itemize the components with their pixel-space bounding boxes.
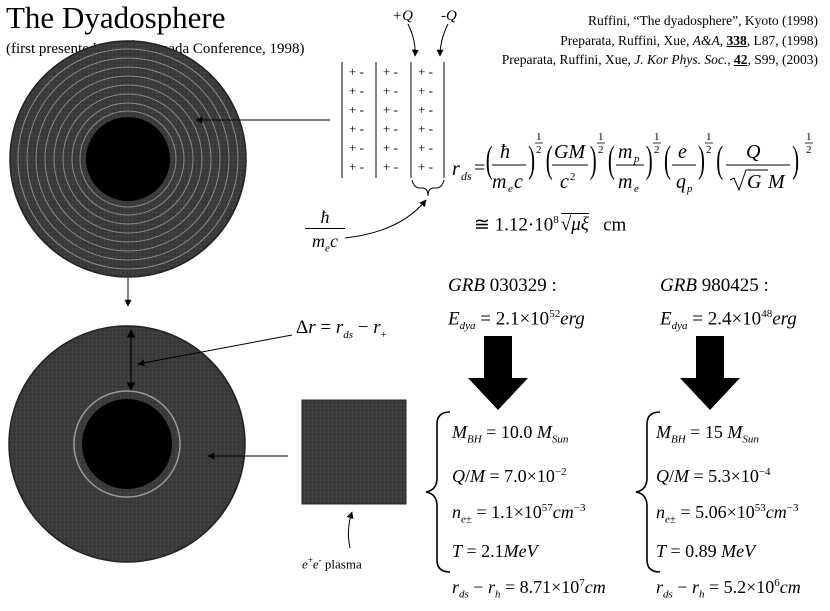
- grb2-params: MBH = 15 MSun Q/M = 5.3×10−4 ne± = 5.06×…: [656, 416, 801, 611]
- svg-text:): ): [590, 139, 597, 181]
- svg-text:1: 1: [706, 131, 712, 143]
- svg-text:c: c: [560, 171, 569, 193]
- dyadosphere-disk: [8, 325, 246, 563]
- svg-text:Q: Q: [746, 141, 761, 163]
- radius-approximation: ≅ 1.12·108√μξ cm: [474, 213, 627, 236]
- minus-q-label: -Q: [441, 8, 457, 24]
- grb2-density: ne± = 5.06×1053cm−3: [656, 501, 799, 526]
- compton-label: ħ mec: [305, 206, 345, 261]
- svg-text:M: M: [767, 171, 786, 193]
- svg-text:e: e: [508, 183, 513, 195]
- svg-text:1: 1: [598, 131, 604, 143]
- svg-text:ds: ds: [461, 169, 472, 183]
- grb1-energy: Edya = 2.1×1052erg: [448, 308, 585, 333]
- grb2-mass: MBH = 15 MSun: [656, 422, 759, 446]
- svg-text:(: (: [716, 139, 723, 181]
- svg-text:p: p: [633, 153, 640, 165]
- svg-text:q: q: [676, 171, 686, 193]
- black-hole-core: [82, 399, 172, 489]
- svg-text:): ): [646, 139, 653, 181]
- grb2-brace: [635, 411, 661, 573]
- svg-text:p: p: [686, 183, 693, 195]
- references: Ruffini, “The dyadosphere”, Kyoto (1998)…: [502, 11, 818, 70]
- grb1-charge-ratio: Q/M = 7.0×10−2: [452, 465, 567, 486]
- grb1-radius: rds − rh = 8.71×107cm: [452, 577, 606, 601]
- svg-text:2: 2: [598, 144, 604, 156]
- plasma-label-arrow: [346, 511, 354, 549]
- capacitor-column-1: + -+ -+ -+ -+ -+ -: [349, 64, 364, 174]
- grb1-params: MBH = 10.0 MSun Q/M = 7.0×10−2 ne± = 1.1…: [452, 416, 606, 611]
- svg-text:): ): [698, 139, 705, 181]
- svg-text:2: 2: [654, 144, 660, 156]
- plus-q-label: +Q: [392, 8, 413, 24]
- svg-text:2: 2: [570, 171, 576, 183]
- grb1-name: GRB 030329 :: [448, 275, 557, 296]
- svg-text:e: e: [634, 183, 639, 195]
- svg-text:m: m: [618, 171, 632, 193]
- svg-text:2: 2: [536, 144, 542, 156]
- capacitor-column-3: + -+ -+ -+ -+ -+ -: [418, 64, 433, 174]
- plasma-square: [301, 399, 407, 505]
- svg-text:G: G: [747, 171, 762, 193]
- svg-text:2: 2: [806, 144, 812, 156]
- grb2-big-arrow: [680, 336, 740, 410]
- grb2-temperature: T = 0.89 MeV: [656, 541, 756, 562]
- grb2-name: GRB 980425 :: [660, 275, 769, 296]
- svg-text:GM: GM: [554, 141, 586, 163]
- compton-arrow: [344, 199, 427, 239]
- reference-3: Preparata, Ruffini, Xue, J. Kor Phys. So…: [501, 52, 818, 67]
- svg-text:e: e: [678, 141, 687, 163]
- svg-text:ħ: ħ: [500, 141, 510, 163]
- svg-text:m: m: [492, 171, 506, 193]
- svg-text:=: =: [474, 157, 485, 179]
- svg-text:2: 2: [706, 144, 712, 156]
- svg-text:1: 1: [654, 131, 660, 143]
- plasma-label: e+e- plasma: [302, 555, 362, 572]
- svg-text:1: 1: [536, 131, 542, 143]
- minus-q-arrow: [436, 23, 449, 57]
- svg-text:): ): [792, 139, 799, 181]
- delta-r-label: Δr = rds − r+: [296, 317, 387, 341]
- svg-text:r: r: [452, 158, 460, 180]
- grb1-brace: [425, 411, 451, 573]
- delta-r-pointer: [137, 334, 293, 367]
- grb2-energy: Edya = 2.4×1048erg: [660, 308, 797, 333]
- reference-2: Preparata, Ruffini, Xue, A&A, 338, L87, …: [560, 32, 818, 48]
- grb1-density: ne± = 1.1×1057cm−3: [452, 501, 586, 526]
- shell-disk: [9, 40, 247, 278]
- grb1-mass: MBH = 10.0 MSun: [452, 422, 569, 446]
- svg-text:1: 1: [806, 131, 812, 143]
- reference-1: Ruffini, “The dyadosphere”, Kyoto (1998): [588, 13, 818, 28]
- capacitor-brace: [411, 179, 445, 197]
- black-hole-core: [86, 117, 170, 201]
- svg-text:(: (: [664, 139, 671, 181]
- svg-text:(: (: [546, 139, 553, 181]
- grb2-radius: rds − rh = 5.2×106cm: [656, 577, 801, 601]
- svg-text:): ): [528, 139, 535, 181]
- svg-text:(: (: [486, 139, 493, 181]
- capacitor-column-2: + -+ -+ -+ -+ -+ -: [383, 64, 398, 174]
- svg-text:m: m: [618, 141, 632, 163]
- plus-q-arrow: [407, 23, 419, 57]
- grb1-temperature: T = 2.1MeV: [452, 541, 538, 562]
- grb2-charge-ratio: Q/M = 5.3×10−4: [656, 465, 771, 486]
- capacitor-grid: [341, 62, 445, 178]
- svg-text:(: (: [608, 139, 615, 181]
- page-title: The Dyadosphere: [6, 0, 226, 35]
- grb1-big-arrow: [468, 336, 528, 410]
- svg-text:c: c: [514, 171, 523, 193]
